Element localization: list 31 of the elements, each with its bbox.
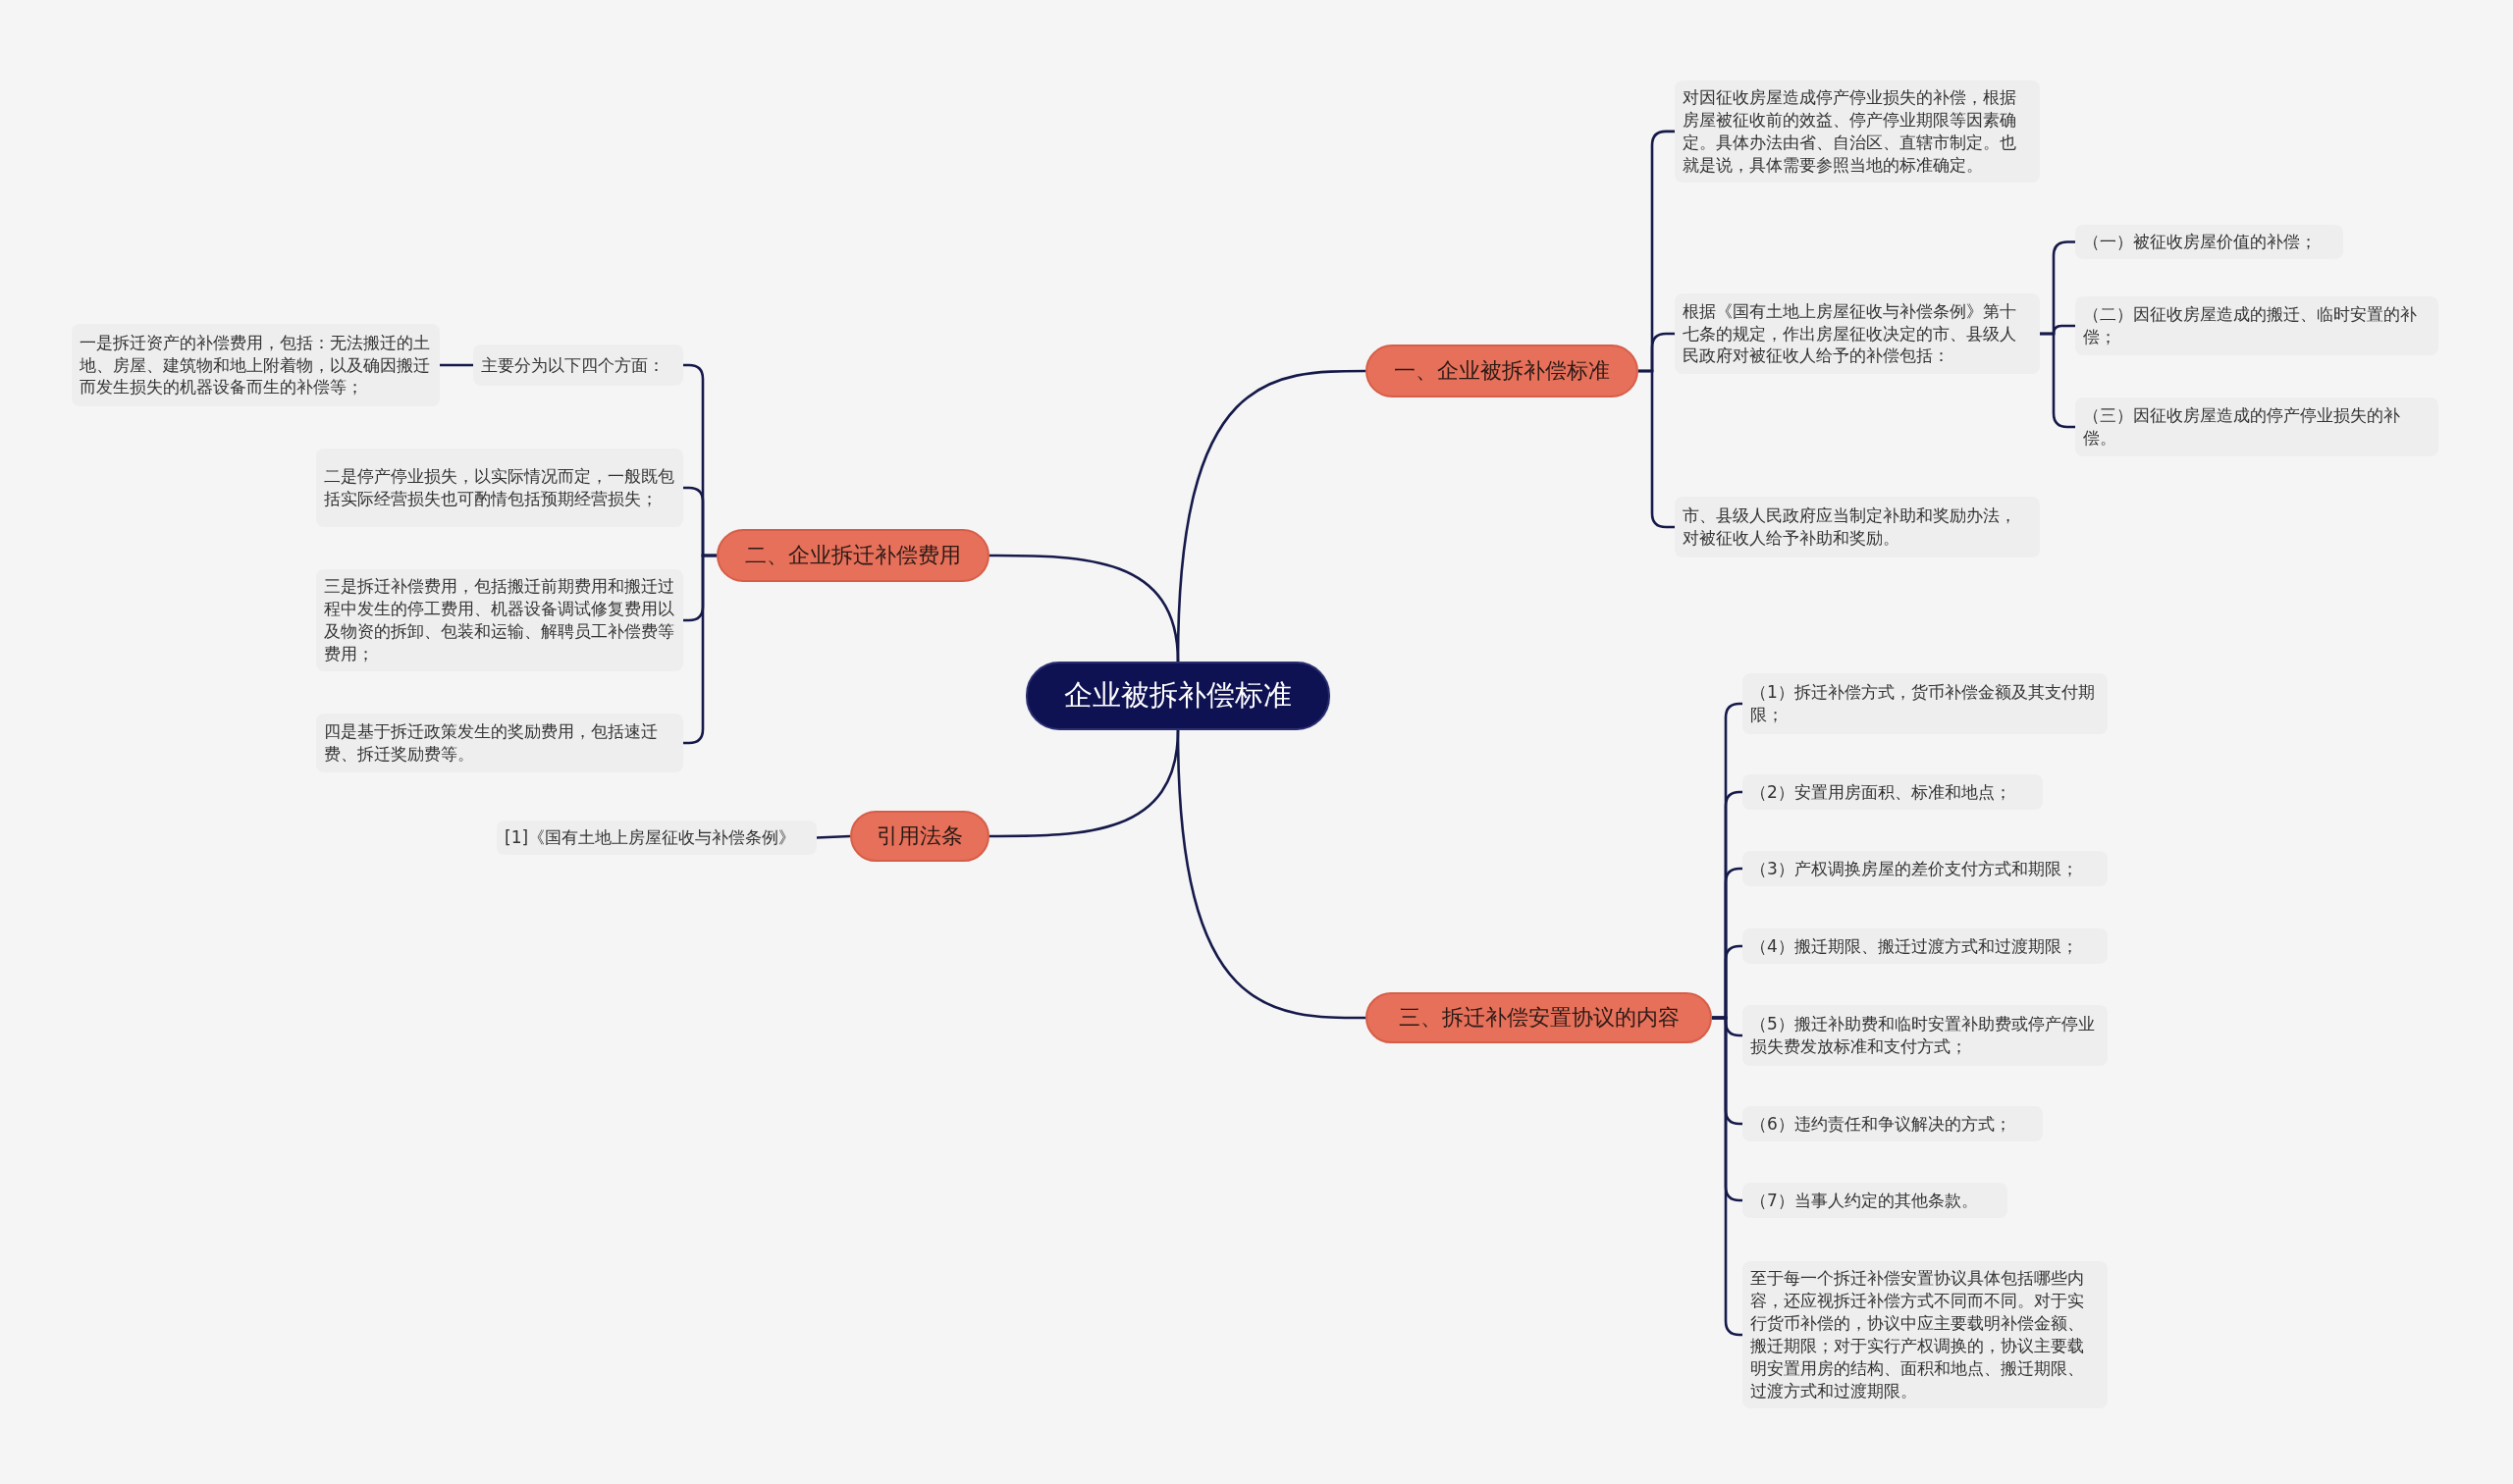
connector-line	[440, 363, 473, 367]
connector-line	[1176, 729, 1365, 1020]
connector-line	[816, 834, 851, 839]
leaf-topic: （7）当事人约定的其他条款。	[1742, 1183, 2007, 1218]
leaf-topic: [1]《国有土地上房屋征收与补偿条例》	[497, 821, 817, 855]
branch-topic: 一、企业被拆补偿标准	[1365, 344, 1638, 398]
leaf-topic: 二是停产停业损失，以实际情况而定，一般既包括实际经营损失也可酌情包括预期经营损失；	[316, 449, 683, 527]
root-topic: 企业被拆补偿标准	[1026, 662, 1330, 730]
leaf-topic: （二）因征收房屋造成的搬迁、临时安置的补偿；	[2075, 296, 2438, 355]
branch-topic: 引用法条	[850, 811, 989, 862]
leaf-topic: 根据《国有土地上房屋征收与补偿条例》第十七条的规定，作出房屋征收决定的市、县级人民政府对被征收人给予的补偿包括：	[1675, 293, 2040, 374]
connector-line	[989, 554, 1180, 662]
leaf-topic: （4）搬迁期限、搬迁过渡方式和过渡期限；	[1742, 928, 2108, 964]
branch-topic: 三、拆迁补偿安置协议的内容	[1365, 992, 1712, 1043]
leaf-topic: （一）被征收房屋价值的补偿；	[2075, 225, 2343, 259]
connector-line	[2040, 332, 2075, 429]
leaf-topic: 四是基于拆迁政策发生的奖励费用，包括速迁费、拆迁奖励费等。	[316, 714, 683, 772]
leaf-topic: 对因征收房屋造成停产停业损失的补偿，根据房屋被征收前的效益、停产停业期限等因素确定。具体办法由省、自治区、直辖市制定。也就是说，具体需要参照当地的标准确定。	[1675, 80, 2040, 183]
leaf-topic: （1）拆迁补偿方式，货币补偿金额及其支付期限；	[1742, 673, 2108, 734]
connector-line	[1638, 369, 1675, 529]
leaf-topic: （三）因征收房屋造成的停产停业损失的补偿。	[2075, 398, 2438, 456]
leaf-topic: 一是拆迁资产的补偿费用，包括：无法搬迁的土地、房屋、建筑物和地上附着物，以及确因搬迁而发生损失的机器设备而生的补偿等；	[72, 324, 440, 406]
leaf-topic: 市、县级人民政府应当制定补助和奖励办法，对被征收人给予补助和奖励。	[1675, 497, 2040, 557]
leaf-topic: （2）安置用房面积、标准和地点；	[1742, 774, 2043, 810]
leaf-topic: （6）违约责任和争议解决的方式；	[1742, 1106, 2043, 1141]
leaf-topic: 三是拆迁补偿费用，包括搬迁前期费用和搬迁过程中发生的停工费用、机器设备调试修复费用以及物资的拆卸、包装和运输、解聘员工补偿费等费用；	[316, 569, 683, 671]
branch-topic: 二、企业拆迁补偿费用	[717, 529, 989, 582]
leaf-topic: （5）搬迁补助费和临时安置补助费或停产停业损失费发放标准和支付方式；	[1742, 1005, 2108, 1066]
leaf-topic: 至于每一个拆迁补偿安置协议具体包括哪些内容，还应视拆迁补偿方式不同而不同。对于实行货币补偿的，协议中应主要载明补偿金额、搬迁期限；对于实行产权调换的，协议主要载明安置用房的结构、面积和地点、搬迁期限、过渡方式和过渡期限。	[1742, 1261, 2108, 1408]
leaf-topic: （3）产权调换房屋的差价支付方式和期限；	[1742, 851, 2108, 886]
leaf-topic: 主要分为以下四个方面：	[473, 344, 683, 386]
